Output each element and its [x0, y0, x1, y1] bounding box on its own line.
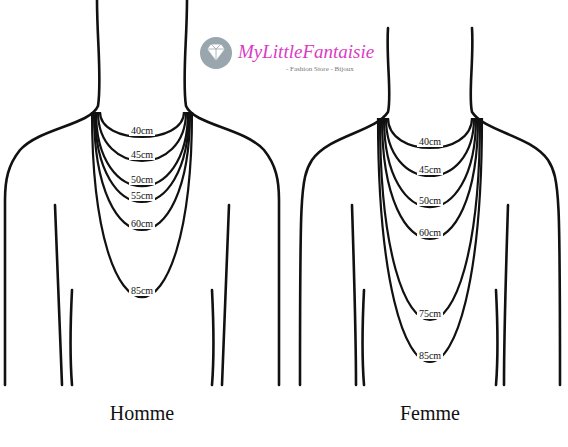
- length-label: 60cm: [417, 227, 443, 238]
- length-label: 60cm: [129, 218, 155, 229]
- arm-line: [222, 205, 229, 385]
- logo-circle: [200, 37, 232, 69]
- waist-line: [496, 290, 498, 385]
- homme-torso: [5, 0, 279, 385]
- brand-name: MyLittleFantaisie: [238, 42, 374, 63]
- length-label: 45cm: [129, 149, 155, 160]
- necklace-line: [380, 118, 480, 320]
- waist-line: [363, 290, 365, 385]
- logo-icon: [200, 37, 232, 69]
- necklace-line: [384, 118, 476, 207]
- length-label: 40cm: [129, 125, 155, 136]
- waist-line: [71, 290, 73, 385]
- necklace-line: [388, 118, 472, 148]
- arm-line: [55, 205, 62, 385]
- necklace-line: [94, 112, 190, 230]
- femme-torso: [300, 28, 560, 385]
- length-label: 40cm: [417, 136, 443, 147]
- necklace-line: [95, 112, 189, 202]
- necklace-line: [378, 118, 482, 362]
- necklace-line: [100, 112, 184, 137]
- length-label: 45cm: [417, 164, 443, 175]
- body-outline: [5, 0, 100, 385]
- length-label: 55cm: [129, 190, 155, 201]
- necklace-line: [386, 118, 474, 176]
- logo-diamond: [207, 44, 225, 61]
- necklace-line: [382, 118, 478, 239]
- arm-line: [504, 205, 508, 385]
- body-outline: [471, 28, 560, 385]
- necklace-line: [92, 112, 192, 297]
- figure-caption: Homme: [110, 402, 174, 424]
- figure-caption: Femme: [400, 402, 460, 424]
- homme-necklaces: [92, 112, 192, 297]
- waist-line: [212, 290, 214, 385]
- femme-necklaces: [378, 118, 482, 362]
- length-label: 75cm: [417, 308, 443, 319]
- length-label: 50cm: [417, 195, 443, 206]
- length-label: 85cm: [129, 285, 155, 296]
- necklace-line: [98, 112, 186, 161]
- arm-line: [352, 205, 356, 385]
- logo-facets: [207, 44, 225, 61]
- body-outline: [300, 28, 389, 385]
- length-label: 50cm: [129, 174, 155, 185]
- brand-tagline: - Fashion Store - Bijoux: [286, 66, 354, 74]
- length-label: 85cm: [417, 350, 443, 361]
- necklace-line: [96, 112, 188, 186]
